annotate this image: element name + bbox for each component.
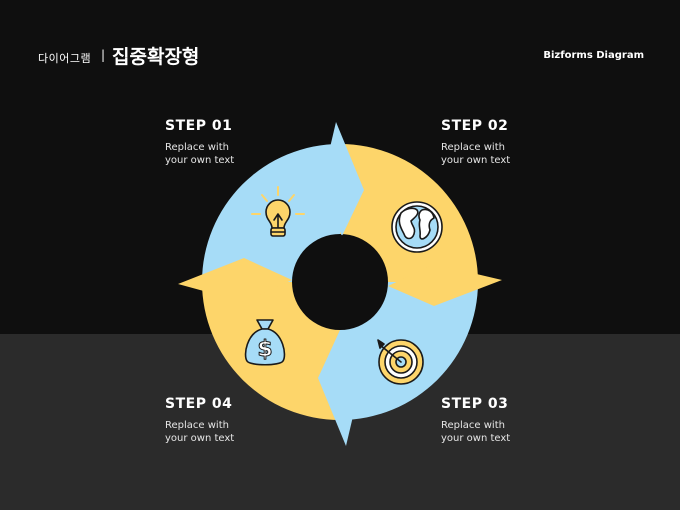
page-title: 집중확장형 (112, 46, 200, 68)
step-02-title: STEP 02 (441, 118, 509, 134)
step-03-line-1: Replace with (441, 420, 505, 431)
step-03-description: Replace with your own text (441, 419, 531, 445)
arrow-head-bottom (318, 330, 362, 446)
step-04-title: STEP 04 (165, 396, 233, 412)
step-01-line-1: Replace with (165, 142, 229, 153)
arrow-head-right (388, 264, 502, 306)
header-separator: | (101, 48, 106, 62)
step-03-title: STEP 03 (441, 396, 509, 412)
step-01-title: STEP 01 (165, 118, 233, 134)
step-01-line-2: your own text (165, 155, 235, 166)
lightbulb-icon (251, 186, 305, 237)
arrow-head-top (320, 122, 364, 236)
step-01-description: Replace with your own text (165, 141, 255, 167)
step-04-line-1: Replace with (165, 420, 229, 431)
step-04-line-2: your own text (165, 433, 235, 444)
svg-text:$: $ (257, 337, 272, 362)
center-hole (293, 235, 387, 329)
step-03-line-2: your own text (441, 433, 511, 444)
arrow-head-left (178, 258, 292, 302)
step-02-line-1: Replace with (441, 142, 505, 153)
target-icon (377, 339, 424, 385)
money-bag-icon: $ (244, 319, 286, 366)
brand-label: Bizforms Diagram (543, 50, 644, 61)
step-02-line-2: your own text (441, 155, 511, 166)
step-04-description: Replace with your own text (165, 419, 255, 445)
header-subtitle: 다이어그램 (38, 52, 92, 65)
globe-icon (391, 201, 443, 253)
step-02-description: Replace with your own text (441, 141, 531, 167)
